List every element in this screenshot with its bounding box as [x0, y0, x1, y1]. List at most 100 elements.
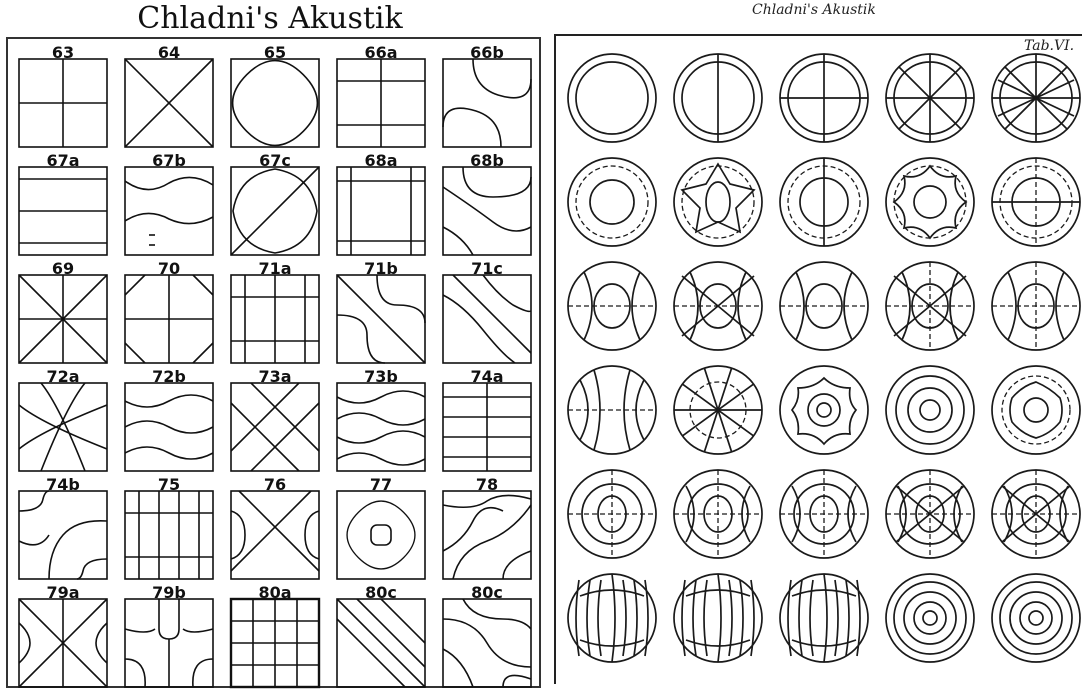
circular-plate-figure [666, 150, 770, 254]
circular-nodal-pattern [878, 46, 982, 150]
circular-plate-figure [984, 462, 1088, 566]
circular-nodal-pattern [560, 150, 664, 254]
circular-plate-figure [666, 46, 770, 150]
circular-plate-figure [878, 462, 982, 566]
nodal-pattern [337, 167, 425, 255]
square-plate-figure: 68b [434, 152, 540, 260]
nodal-pattern [337, 383, 425, 471]
circular-nodal-pattern [560, 566, 664, 670]
circular-nodal-pattern [984, 150, 1088, 254]
square-plate-figure: 73b [328, 368, 434, 476]
circular-plate-figure [666, 566, 770, 670]
square-plate-figure: 66a [328, 44, 434, 152]
nodal-pattern [231, 167, 319, 255]
circular-plate-figure [878, 46, 982, 150]
circular-nodal-pattern [984, 254, 1088, 358]
nodal-pattern [125, 491, 213, 579]
square-plate-figure: 79b [116, 584, 222, 692]
square-plate-figure: 80a [222, 584, 328, 692]
plate-sheet-tab-label: Tab.VI. [1024, 38, 1074, 54]
circular-plate-figure [984, 358, 1088, 462]
circular-nodal-pattern [772, 462, 876, 566]
circular-nodal-pattern [560, 254, 664, 358]
nodal-pattern [19, 599, 107, 687]
circular-plate-figure [878, 150, 982, 254]
nodal-pattern [231, 275, 319, 363]
square-plate-figure: 67a [10, 152, 116, 260]
nodal-pattern [337, 491, 425, 579]
circular-nodal-pattern [666, 254, 770, 358]
nodal-pattern [443, 275, 531, 363]
nodal-pattern [443, 491, 531, 579]
circular-plate-figure [878, 254, 982, 358]
square-plate-figure: 70 [116, 260, 222, 368]
circular-plate-figure [666, 358, 770, 462]
circular-plate-figure [878, 566, 982, 670]
circular-plate-figure [878, 358, 982, 462]
square-plate-figure: 74b [10, 476, 116, 584]
circular-plate-figure [772, 150, 876, 254]
circular-plate-figure [984, 150, 1088, 254]
circular-plate-figure [984, 566, 1088, 670]
nodal-pattern [443, 383, 531, 471]
nodal-pattern [231, 383, 319, 471]
square-plate-figure: 67c [222, 152, 328, 260]
square-plate-figure: 71a [222, 260, 328, 368]
square-plate-figure: 65 [222, 44, 328, 152]
circular-plate-figure [772, 46, 876, 150]
square-plate-figure: 74a [434, 368, 540, 476]
square-plate-figure: 66b [434, 44, 540, 152]
circular-nodal-pattern [878, 150, 982, 254]
nodal-pattern [125, 167, 213, 255]
circular-nodal-pattern [772, 46, 876, 150]
circular-nodal-pattern [666, 46, 770, 150]
square-plate-figure: 69 [10, 260, 116, 368]
circular-plate-figure [772, 462, 876, 566]
nodal-pattern [337, 599, 425, 687]
square-plate-figure: 78 [434, 476, 540, 584]
circular-plate-figure [666, 462, 770, 566]
square-plate-figure: 71b [328, 260, 434, 368]
circular-plate-figure [560, 566, 664, 670]
nodal-pattern [19, 275, 107, 363]
nodal-pattern [19, 59, 107, 147]
circular-plate-figure [560, 150, 664, 254]
nodal-pattern [337, 275, 425, 363]
square-plate-figure: 68a [328, 152, 434, 260]
circular-nodal-pattern [772, 358, 876, 462]
square-plate-figure: 63 [10, 44, 116, 152]
nodal-pattern [231, 59, 319, 147]
circular-nodal-pattern [772, 150, 876, 254]
circular-plate-figure [666, 254, 770, 358]
nodal-pattern [125, 275, 213, 363]
nodal-pattern [19, 167, 107, 255]
nodal-pattern [19, 491, 107, 579]
circular-nodal-pattern [984, 462, 1088, 566]
circular-nodal-pattern [666, 150, 770, 254]
circular-plate-figure [560, 462, 664, 566]
nodal-pattern [337, 59, 425, 147]
circular-nodal-pattern [878, 566, 982, 670]
circular-nodal-pattern [878, 462, 982, 566]
circular-nodal-pattern [560, 462, 664, 566]
circular-plate-figure [984, 46, 1088, 150]
square-plate-figure: 72a [10, 368, 116, 476]
circular-plate-figure [772, 566, 876, 670]
square-plate-figure: 75 [116, 476, 222, 584]
circular-plate-figures-panel [548, 24, 1088, 693]
square-plate-figure: 72b [116, 368, 222, 476]
square-plate-figure: 80c [434, 584, 540, 692]
circular-nodal-pattern [984, 46, 1088, 150]
nodal-pattern [125, 599, 213, 687]
circular-nodal-pattern [984, 566, 1088, 670]
circular-nodal-pattern [560, 46, 664, 150]
nodal-pattern [443, 599, 531, 687]
nodal-pattern [231, 599, 319, 687]
square-plate-figure: 77 [328, 476, 434, 584]
circular-plate-figure [560, 254, 664, 358]
square-plate-figure: 79a [10, 584, 116, 692]
circular-nodal-pattern [878, 358, 982, 462]
circular-plate-figure [984, 254, 1088, 358]
square-plate-figure: 67b [116, 152, 222, 260]
circular-nodal-pattern [560, 358, 664, 462]
